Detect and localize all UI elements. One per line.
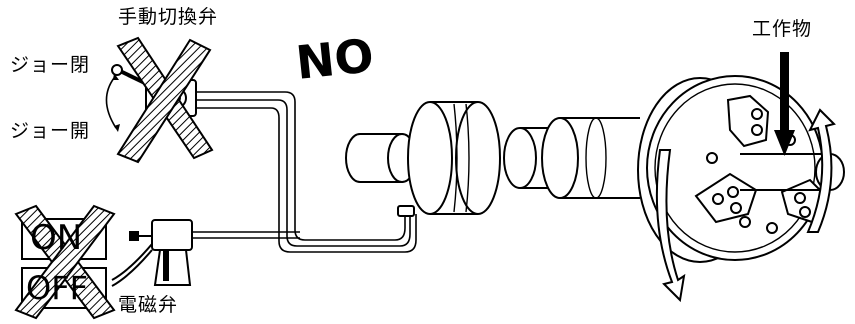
hose-lines-lower xyxy=(193,232,300,238)
jaw-close-label: ジョー閉 xyxy=(10,56,90,75)
on-label: ON xyxy=(30,221,82,255)
jaw-open-label: ジョー開 xyxy=(10,122,90,141)
solenoid-valve-body xyxy=(112,220,192,286)
off-label: OFF xyxy=(26,272,88,304)
no-text: NO xyxy=(294,32,376,86)
spindle xyxy=(504,118,640,198)
solenoid-valve-label: 電磁弁 xyxy=(118,296,178,315)
rotary-joint xyxy=(346,134,416,182)
hydraulic-cylinder xyxy=(398,102,500,216)
workpiece-label: 工作物 xyxy=(752,20,812,39)
manual-valve-label: 手動切換弁 xyxy=(118,8,218,27)
